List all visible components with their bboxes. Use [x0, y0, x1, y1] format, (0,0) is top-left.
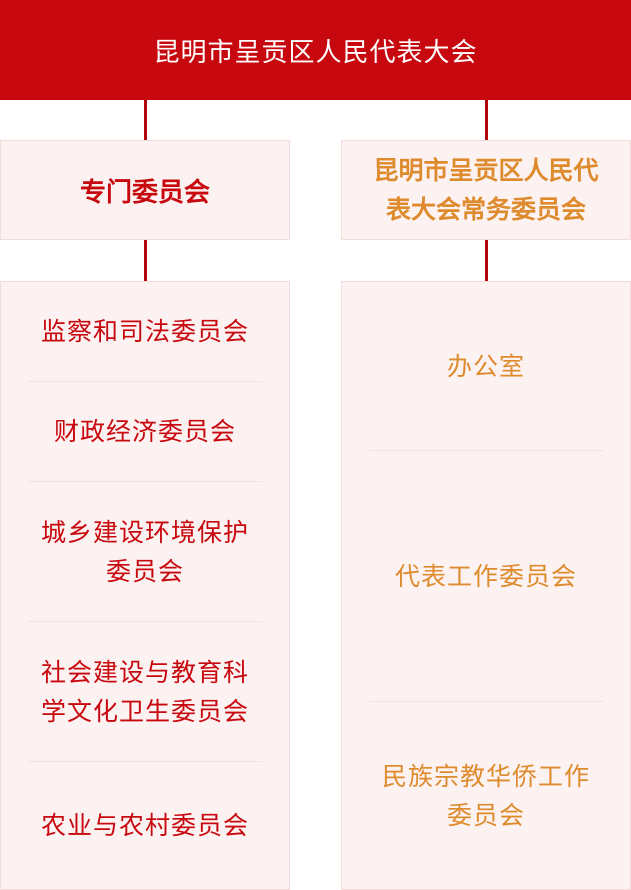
connector-left-heading-to-list [144, 240, 147, 281]
list-item: 城乡建设环境保护 委员会 [28, 482, 262, 621]
divider [28, 621, 262, 622]
standing-committee-heading: 昆明市呈贡区人民代 表大会常务委员会 [373, 156, 599, 224]
ethnic-religious-overseas-committee-item: 民族宗教华侨工作 委员会 [381, 762, 590, 830]
org-root-header: 昆明市呈贡区人民代表大会 [0, 0, 631, 100]
committee-supervision-judicial: 监察和司法委员会 [40, 317, 249, 346]
committee-finance-economy: 财政经济委员会 [53, 417, 236, 446]
connector-root-to-right [485, 100, 488, 140]
standing-committee-list: 办公室 代表工作委员会 民族宗教华侨工作 委员会 [341, 281, 631, 890]
list-item: 农业与农村委员会 [28, 762, 262, 889]
committee-agriculture-rural: 农业与农村委员会 [40, 811, 249, 840]
connector-root-to-left [144, 100, 147, 140]
list-item: 财政经济委员会 [28, 382, 262, 481]
list-item: 社会建设与教育科 学文化卫生委员会 [28, 622, 262, 761]
committee-social-education: 社会建设与教育科 学文化卫生委员会 [40, 657, 249, 726]
divider [28, 761, 262, 762]
org-root-title: 昆明市呈贡区人民代表大会 [153, 37, 478, 68]
list-item: 民族宗教华侨工作 委员会 [369, 702, 603, 890]
standing-committee-heading-box: 昆明市呈贡区人民代 表大会常务委员会 [341, 140, 631, 240]
divider [369, 450, 603, 451]
divider [28, 381, 262, 382]
list-item: 办公室 [369, 282, 603, 450]
list-item: 代表工作委员会 [369, 451, 603, 701]
office-item: 办公室 [446, 351, 525, 381]
deputy-work-committee-item: 代表工作委员会 [394, 561, 577, 591]
special-committees-heading-box: 专门委员会 [0, 140, 290, 240]
divider [28, 481, 262, 482]
committee-urban-rural-construction: 城乡建设环境保护 委员会 [40, 517, 249, 586]
special-committees-list: 监察和司法委员会 财政经济委员会 城乡建设环境保护 委员会 社会建设与教育科 学… [0, 281, 290, 890]
special-committees-heading: 专门委员会 [79, 177, 210, 208]
connector-right-heading-to-list [485, 240, 488, 281]
divider [369, 701, 603, 702]
list-item: 监察和司法委员会 [28, 282, 262, 381]
